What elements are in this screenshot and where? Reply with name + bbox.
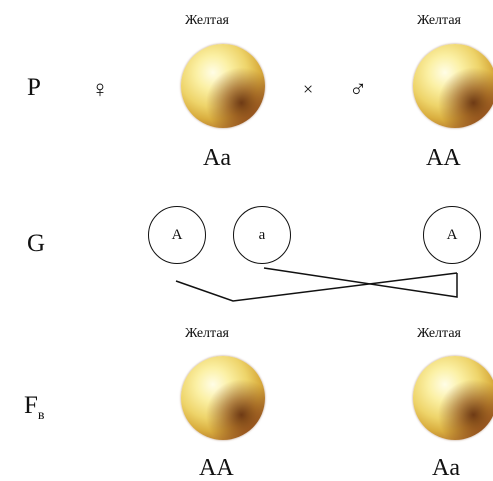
male-symbol-icon: ♂ <box>349 77 367 103</box>
female-symbol-icon: ♀ <box>91 77 109 103</box>
row-label-p: P <box>27 74 41 101</box>
gamete-female-a-dominant: A <box>148 206 206 264</box>
crossing-line-left <box>175 272 458 302</box>
offspring-2-pea-seed-icon <box>413 356 493 440</box>
male-phenotype-label: Желтая <box>417 13 461 28</box>
crossing-line-right <box>263 267 458 298</box>
row-label-f: Fв <box>24 393 45 423</box>
offspring-2-phenotype-label: Желтая <box>417 326 461 341</box>
offspring-2-genotype-label: Aa <box>432 455 460 481</box>
gamete-male-a-dominant: A <box>423 206 481 264</box>
cross-icon: × <box>303 79 314 99</box>
male-genotype-label: AA <box>426 145 461 171</box>
offspring-1-pea-seed-icon <box>181 356 265 440</box>
offspring-1-genotype-label: AA <box>199 455 234 481</box>
female-pea-seed-icon <box>181 44 265 128</box>
row-label-f-main: F <box>24 392 38 419</box>
male-pea-seed-icon <box>413 44 493 128</box>
female-genotype-label: Aa <box>203 145 231 171</box>
gamete-female-a-recessive: a <box>233 206 291 264</box>
row-label-f-sub: в <box>37 408 45 423</box>
row-label-g: G <box>27 230 46 257</box>
offspring-1-phenotype-label: Желтая <box>185 326 229 341</box>
female-phenotype-label: Желтая <box>185 13 229 28</box>
